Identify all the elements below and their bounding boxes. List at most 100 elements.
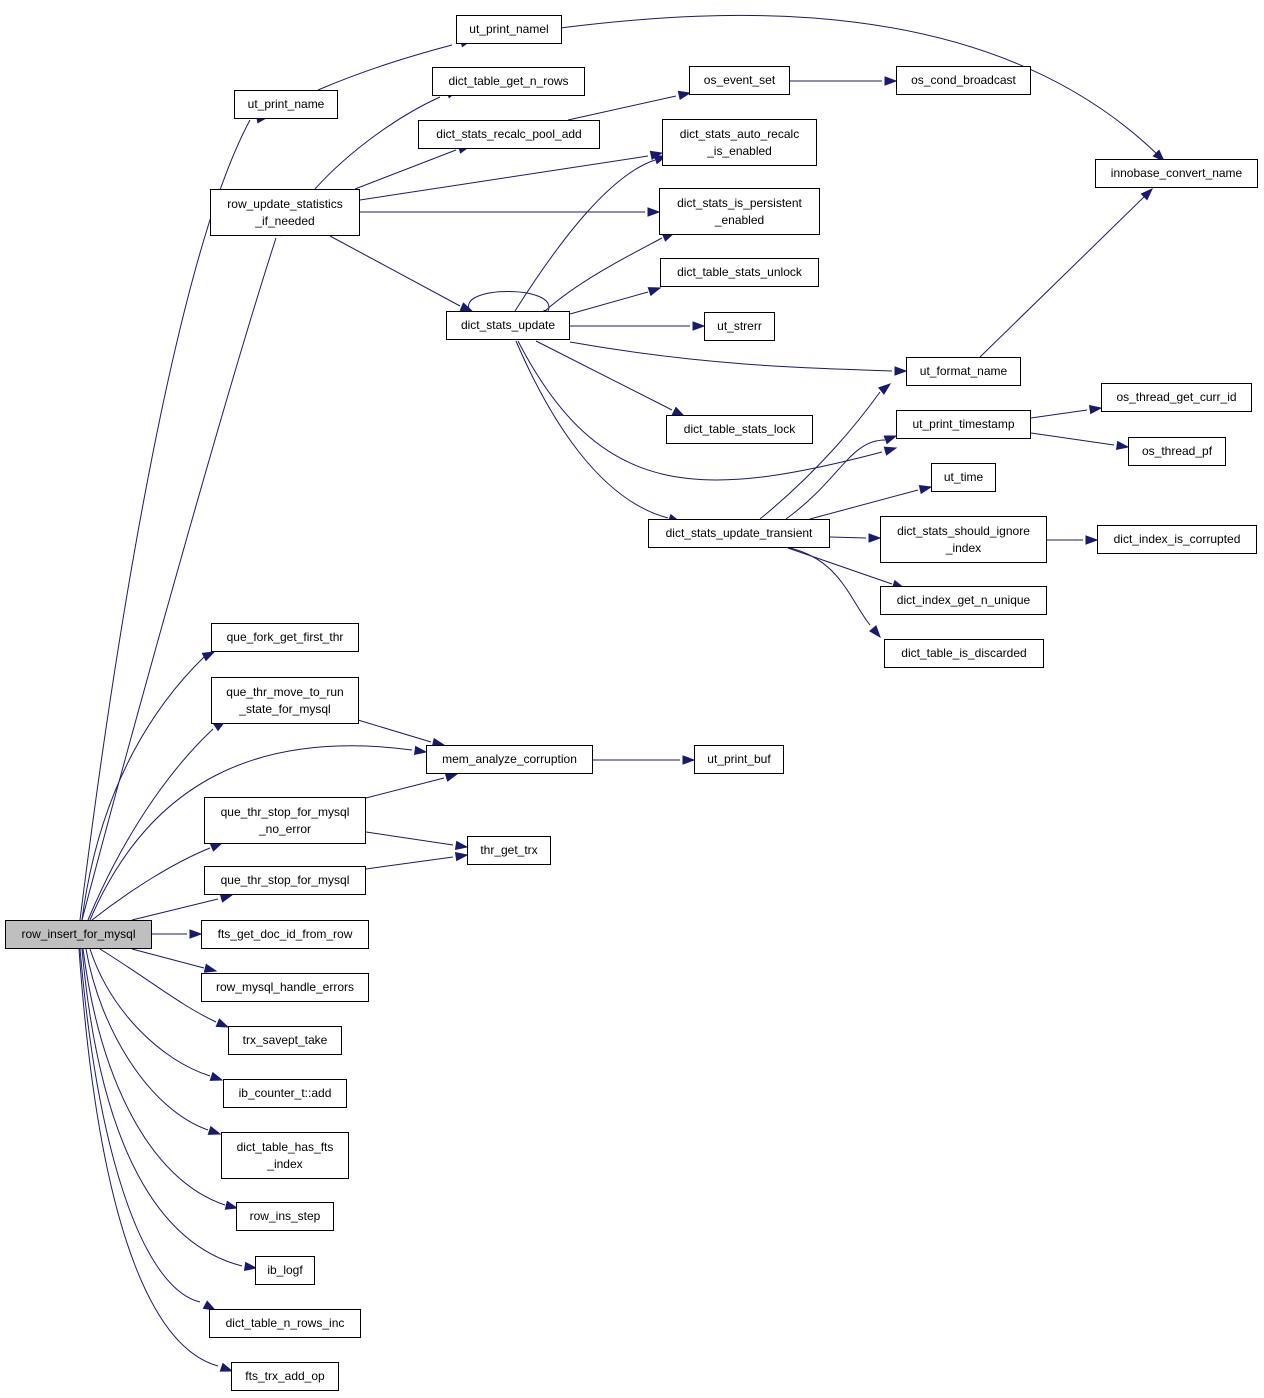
node-dict-index-get-n-unique[interactable]: dict_index_get_n_unique (880, 586, 1047, 615)
node-ut-print-buf[interactable]: ut_print_buf (694, 745, 784, 774)
call-edge (515, 340, 669, 519)
node-dict-stats-update-transient[interactable]: dict_stats_update_transient (648, 519, 830, 548)
node-dict-stats-auto-recalc-is-enabled[interactable]: dict_stats_auto_recalc _is_enabled (662, 119, 817, 166)
node-fts-trx-add-op[interactable]: fts_trx_add_op (231, 1362, 339, 1391)
arrowhead (207, 1125, 222, 1135)
call-edge (354, 149, 457, 190)
arrowhead (1085, 535, 1099, 545)
node-que-thr-stop-for-mysql-no-error[interactable]: que_thr_stop_for_mysql _no_error (204, 797, 366, 844)
node-dict-table-get-n-rows[interactable]: dict_table_get_n_rows (432, 67, 585, 96)
node-trx-savept-take[interactable]: trx_savept_take (228, 1026, 342, 1055)
node-fts-get-doc-id-from-row[interactable]: fts_get_doc_id_from_row (201, 920, 369, 949)
node-que-thr-stop-for-mysql[interactable]: que_thr_stop_for_mysql (204, 866, 366, 895)
call-edge (317, 44, 453, 91)
call-edge (79, 948, 201, 1303)
call-edge (85, 948, 209, 1131)
arrowhead (444, 772, 459, 782)
node-dict-table-has-fts-index[interactable]: dict_table_has_fts _index (221, 1132, 349, 1179)
node-os-thread-get-curr-id[interactable]: os_thread_get_curr_id (1101, 383, 1252, 412)
node-row-update-statistics-if-needed[interactable]: row_update_statistics _if_needed (210, 189, 360, 236)
call-edge (569, 291, 649, 315)
node-ut-strerr[interactable]: ut_strerr (704, 312, 775, 341)
call-edge (789, 547, 871, 626)
node-dict-table-stats-unlock[interactable]: dict_table_stats_unlock (660, 258, 819, 287)
node-dict-table-n-rows-inc[interactable]: dict_table_n_rows_inc (209, 1309, 361, 1338)
call-edge (131, 948, 205, 969)
arrowhead (1115, 440, 1130, 451)
call-edge (829, 536, 867, 539)
node-os-event-set[interactable]: os_event_set (689, 66, 790, 95)
arrowhead (647, 287, 662, 297)
arrowhead (209, 842, 224, 852)
call-edge (365, 856, 454, 870)
arrowhead (203, 963, 218, 973)
arrowhead (219, 1362, 234, 1372)
call-edge (359, 155, 649, 201)
call-edge (559, 14, 1161, 158)
node-mem-analyze-corruption[interactable]: mem_analyze_corruption (426, 745, 593, 774)
arrowhead (1140, 187, 1154, 201)
call-edge (514, 159, 656, 312)
node-os-cond-broadcast[interactable]: os_cond_broadcast (896, 66, 1031, 95)
call-edge (314, 96, 441, 190)
arrowhead (1088, 404, 1103, 415)
call-edge (89, 948, 211, 1077)
node-dict-index-is-corrupted[interactable]: dict_index_is_corrupted (1097, 525, 1257, 554)
node-ut-time[interactable]: ut_time (931, 463, 996, 492)
node-row-insert-for-mysql: row_insert_for_mysql (5, 920, 152, 949)
node-ut-print-name[interactable]: ut_print_name (234, 90, 338, 119)
node-dict-table-stats-lock[interactable]: dict_table_stats_lock (666, 415, 813, 444)
node-dict-table-is-discarded[interactable]: dict_table_is_discarded (884, 639, 1044, 668)
arrowhead (682, 755, 696, 765)
arrowhead (883, 435, 898, 445)
arrowhead (692, 321, 706, 331)
call-edge (131, 898, 219, 921)
arrowhead (1152, 149, 1166, 163)
call-edge (759, 391, 881, 520)
node-que-thr-move-to-run-state-for-mysql[interactable]: que_thr_move_to_run _state_for_mysql (211, 677, 359, 724)
arrowhead (647, 207, 661, 217)
call-edge (329, 235, 461, 307)
node-dict-stats-update[interactable]: dict_stats_update (446, 311, 570, 340)
call-edge (81, 656, 205, 921)
call-edge (357, 719, 432, 743)
arrowhead (201, 651, 216, 662)
call-edge (89, 745, 413, 921)
node-dict-stats-recalc-pool-add[interactable]: dict_stats_recalc_pool_add (418, 120, 600, 149)
call-edge (544, 237, 663, 312)
arrowhead (868, 533, 882, 543)
node-dict-stats-is-persistent-enabled[interactable]: dict_stats_is_persistent _enabled (659, 188, 820, 235)
call-edge (82, 948, 226, 1206)
node-ut-format-name[interactable]: ut_format_name (906, 357, 1021, 386)
arrowhead (459, 302, 474, 312)
node-thr-get-trx[interactable]: thr_get_trx (467, 836, 551, 865)
node-ib-counter-t-add[interactable]: ib_counter_t::add (223, 1079, 347, 1108)
arrowhead (224, 1200, 239, 1210)
call-edge (365, 831, 454, 846)
arrowhead (878, 383, 892, 395)
call-edge (468, 291, 550, 312)
node-row-mysql-handle-errors[interactable]: row_mysql_handle_errors (201, 973, 369, 1002)
node-dict-stats-should-ignore-index[interactable]: dict_stats_should_ignore _index (880, 516, 1047, 563)
arrowhead (883, 446, 898, 456)
call-edge (99, 948, 217, 1023)
call-edge (787, 547, 893, 585)
node-innobase-convert-name[interactable]: innobase_convert_name (1095, 159, 1258, 188)
node-que-fork-get-first-thr[interactable]: que_fork_get_first_thr (211, 623, 359, 652)
node-os-thread-pf[interactable]: os_thread_pf (1128, 437, 1226, 466)
arrowhead (454, 851, 469, 862)
call-edge (81, 237, 277, 921)
call-edge (87, 728, 214, 921)
call-edge (567, 95, 677, 121)
node-ut-print-namel[interactable]: ut_print_namel (456, 15, 562, 44)
call-edge (1030, 409, 1088, 419)
node-ib-logf[interactable]: ib_logf (255, 1256, 315, 1285)
arrowhead (209, 1071, 224, 1081)
call-edge (517, 340, 883, 481)
node-row-ins-step[interactable]: row_ins_step (236, 1202, 334, 1231)
node-ut-print-timestamp[interactable]: ut_print_timestamp (896, 410, 1031, 439)
arrowhead (189, 929, 203, 939)
arrowhead (243, 1261, 258, 1272)
